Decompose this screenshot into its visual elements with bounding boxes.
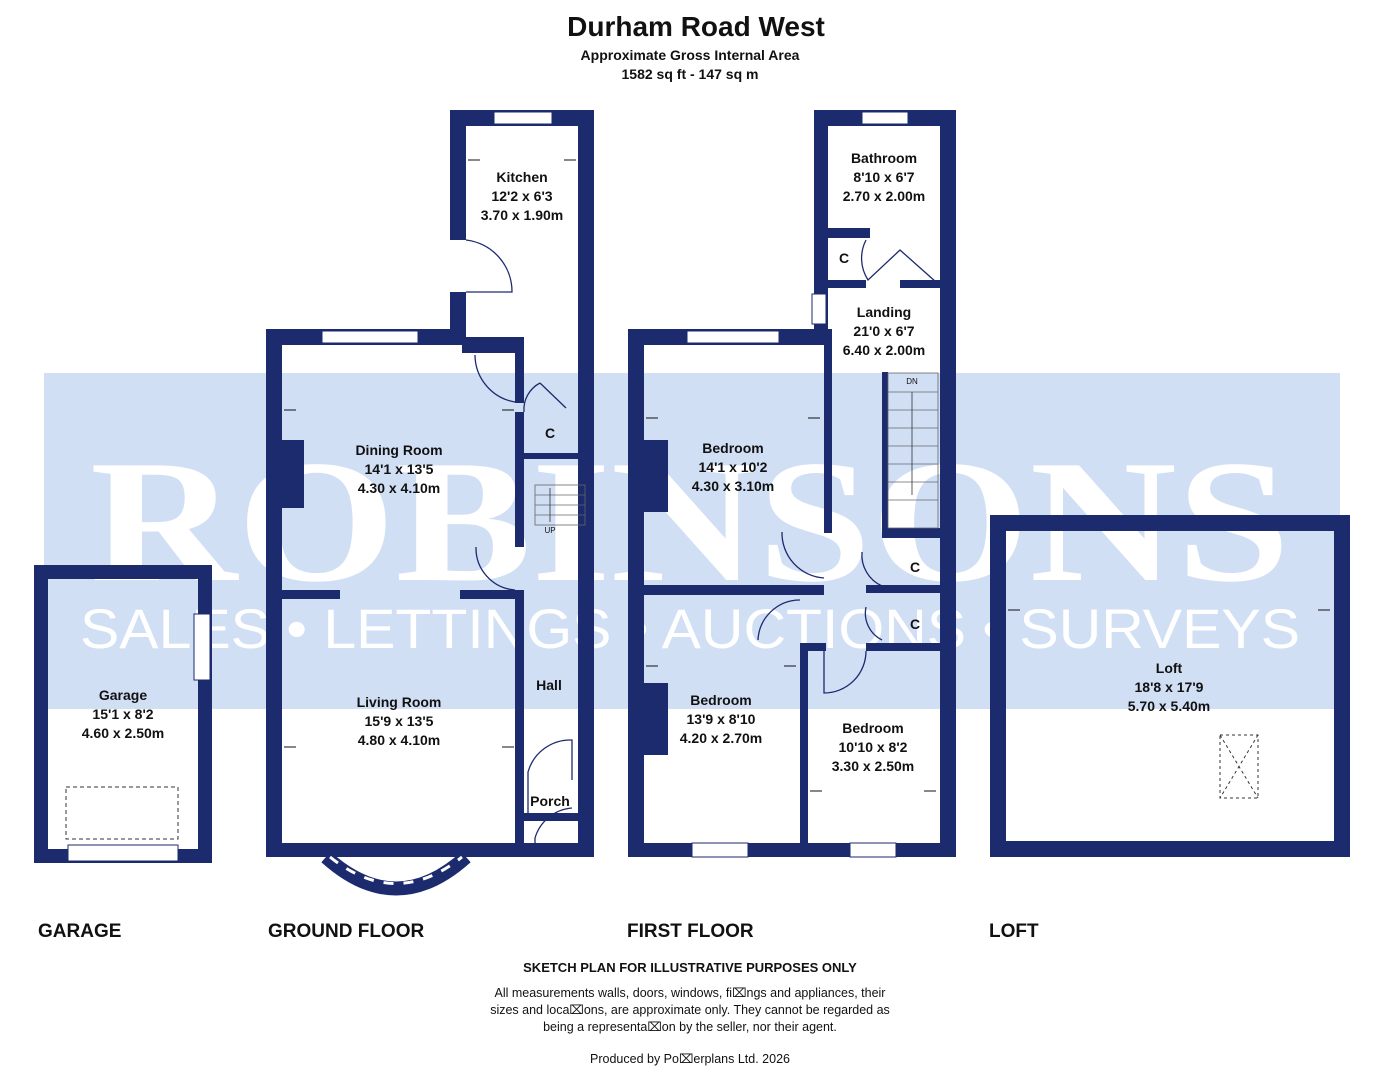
bedroom3-imperial: 10'10 x 8'2 (839, 739, 908, 755)
ground-floor-stairs (534, 484, 586, 526)
garage-side-window (193, 613, 211, 681)
disclaimer-line-3: being a representa⌧on by the seller, nor… (543, 1020, 837, 1034)
watermark-band (44, 373, 1340, 709)
bedroom2-metric: 4.20 x 2.70m (680, 730, 763, 746)
garage-label: Garage (99, 687, 147, 703)
bathroom-cupboard-label: C (839, 250, 849, 266)
understairs-cupboard-door (523, 382, 567, 413)
bathroom-door (860, 239, 937, 283)
kitchen-window (493, 111, 553, 125)
bedroom2-label: Bedroom (690, 692, 751, 708)
living-room-bay-window (321, 851, 471, 896)
ground-cupboard-label: C (545, 425, 555, 441)
kitchen-imperial: 12'2 x 6'3 (491, 188, 552, 204)
ground-floor-label: GROUND FLOOR (268, 921, 424, 942)
watermark-tagline: SALES • LETTINGS • AUCTIONS • SURVEYS (80, 597, 1300, 660)
front-door (534, 807, 573, 843)
first-floor-label: FIRST FLOOR (627, 921, 754, 942)
disclaimer-line-2: sizes and loca⌧ons, are approximate only… (490, 1003, 890, 1017)
kitchen-back-door (465, 239, 513, 293)
living-room-door (475, 546, 516, 591)
cupboard-door-lower (864, 606, 883, 641)
first-floor-plan: DN (628, 110, 956, 858)
bathroom-window (861, 111, 909, 125)
garage-imperial: 15'1 x 8'2 (92, 706, 153, 722)
landing-label: Landing (857, 304, 911, 320)
bedroom1-label: Bedroom (702, 440, 763, 456)
loft-skylight (1219, 734, 1259, 799)
porch-inner-door (527, 739, 573, 815)
dining-room-metric: 4.30 x 4.10m (358, 480, 441, 496)
bedroom3-window (849, 842, 897, 858)
dining-room-label: Dining Room (355, 442, 442, 458)
hall-label: Hall (536, 677, 562, 693)
loft-imperial: 18'8 x 17'9 (1135, 679, 1204, 695)
stairs-down-label: DN (906, 377, 918, 386)
landing-cupboard-upper-label: C (910, 559, 920, 575)
bedroom3-metric: 3.30 x 2.50m (832, 758, 915, 774)
garage-floor-label: GARAGE (38, 921, 121, 942)
stairs-up-label: UP (544, 526, 555, 535)
bedroom1-metric: 4.30 x 3.10m (692, 478, 775, 494)
bedroom3-label: Bedroom (842, 720, 903, 736)
landing-metric: 6.40 x 2.00m (843, 342, 926, 358)
cupboard-door-upper (861, 551, 883, 587)
dining-room-window (321, 330, 419, 344)
bedroom1-imperial: 14'1 x 10'2 (699, 459, 768, 475)
bedroom1-door (781, 531, 825, 579)
bathroom-metric: 2.70 x 2.00m (843, 188, 926, 204)
disclaimer-title: SKETCH PLAN FOR ILLUSTRATIVE PURPOSES ON… (523, 960, 857, 975)
living-room-metric: 4.80 x 4.10m (358, 732, 441, 748)
bedroom2-window (691, 842, 749, 858)
ground-floor-plan: UP (266, 110, 594, 896)
bathroom-imperial: 8'10 x 6'7 (853, 169, 914, 185)
garage-door-opening (67, 844, 179, 862)
plan-title: Durham Road West (567, 11, 825, 42)
landing-cupboard-lower-label: C (910, 616, 920, 632)
plan-subtitle: Approximate Gross Internal Area (581, 47, 800, 63)
kitchen-metric: 3.70 x 1.90m (481, 207, 564, 223)
landing-imperial: 21'0 x 6'7 (853, 323, 914, 339)
garage-door-outline (65, 786, 179, 840)
bathroom-label: Bathroom (851, 150, 917, 166)
first-floor-stairs (887, 372, 939, 529)
loft-metric: 5.70 x 5.40m (1128, 698, 1211, 714)
plan-area: 1582 sq ft - 147 sq m (622, 66, 759, 82)
kitchen-label: Kitchen (496, 169, 547, 185)
kitchen-dining-door (474, 354, 516, 403)
front-bedroom-window (686, 330, 780, 344)
garage-metric: 4.60 x 2.50m (82, 725, 165, 741)
disclaimer-line-1: All measurements walls, doors, windows, … (495, 986, 886, 1000)
living-room-imperial: 15'9 x 13'5 (365, 713, 434, 729)
loft-plan (990, 515, 1350, 857)
loft-floor-label: LOFT (989, 921, 1039, 942)
bedroom3-door (823, 650, 867, 694)
garage-plan (34, 565, 212, 863)
loft-label: Loft (1156, 660, 1183, 676)
dining-room-imperial: 14'1 x 13'5 (365, 461, 434, 477)
produced-by: Produced by Po⌧erplans Ltd. 2026 (590, 1052, 790, 1066)
bedroom2-imperial: 13'9 x 8'10 (687, 711, 756, 727)
bedroom2-door (757, 599, 801, 641)
porch-label: Porch (530, 793, 570, 809)
landing-window (811, 293, 827, 325)
living-room-label: Living Room (357, 694, 442, 710)
